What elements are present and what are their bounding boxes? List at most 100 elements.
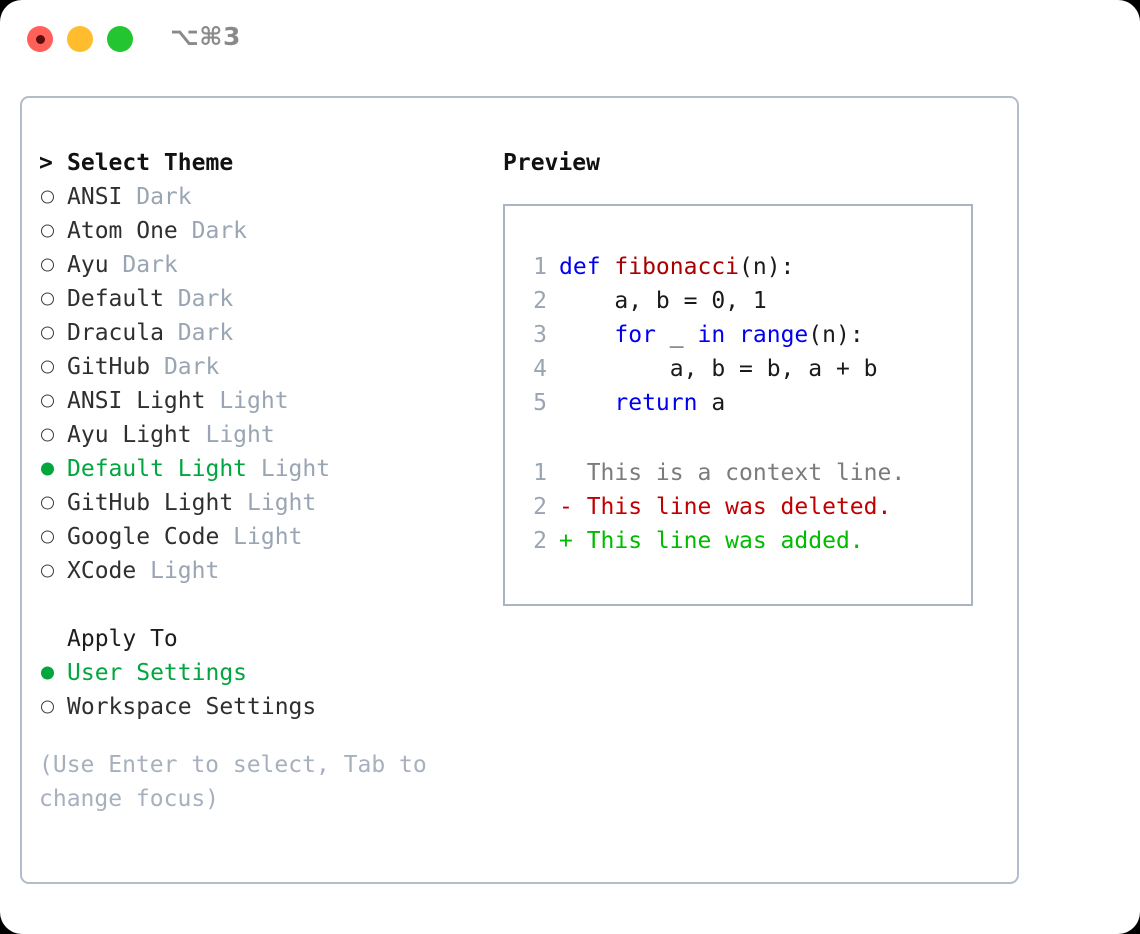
theme-list-item[interactable]: Google Code Light [39, 520, 489, 554]
code-token: return [614, 390, 698, 416]
code-content: a, b = b, a + b [559, 352, 878, 386]
code-token: fibonacci [614, 254, 740, 280]
apply-to-label: User Settings [67, 660, 248, 686]
code-token: range [739, 322, 809, 348]
theme-name: GitHub [67, 354, 151, 380]
title-bar: ⌥⌘3 [0, 0, 1140, 78]
theme-name: Ayu Light [67, 422, 192, 448]
apply-to-title: Apply To [67, 626, 178, 652]
line-number: 2 [533, 528, 547, 554]
theme-list-item[interactable]: XCode Light [39, 554, 489, 588]
code-line: 5 return a [505, 386, 971, 420]
diff-line: 2 + This line was added. [505, 524, 971, 558]
code-token: (n): [739, 254, 795, 280]
keyboard-hint-text: (Use Enter to select, Tab to change focu… [39, 752, 441, 812]
theme-list-item[interactable]: Atom One Dark [39, 214, 489, 248]
line-number: 2 [533, 494, 547, 520]
apply-to-header: Apply To [39, 622, 489, 656]
code-token: in [697, 322, 726, 348]
code-content: a, b = 0, 1 [559, 284, 767, 318]
theme-list-item[interactable]: Dracula Dark [39, 316, 489, 350]
window-controls [27, 26, 133, 52]
theme-variant-badge: Light [233, 490, 317, 516]
diff-line: 1 This is a context line. [505, 456, 971, 490]
code-diff-separator [505, 420, 971, 456]
theme-list-item[interactable]: ANSI Dark [39, 180, 489, 214]
code-token: a, b = b, a + b [559, 356, 878, 382]
minimize-button-icon[interactable] [67, 26, 93, 52]
apply-to-indent [39, 626, 67, 652]
theme-variant-badge: Light [219, 524, 303, 550]
theme-name: Ayu [67, 252, 109, 278]
line-number: 1 [533, 254, 547, 280]
code-line: 4 a, b = b, a + b [505, 352, 971, 386]
code-line: 2 a, b = 0, 1 [505, 284, 971, 318]
code-line: 1 def fibonacci(n): [505, 250, 971, 284]
theme-list-item[interactable]: Default Dark [39, 282, 489, 316]
diff-sample: 1 This is a context line. 2 - This line wa… [505, 456, 971, 558]
code-content: for _ in range(n): [559, 318, 863, 352]
code-token: for [614, 322, 656, 348]
theme-name: XCode [67, 558, 137, 584]
theme-variant-badge: Dark [150, 354, 220, 380]
close-button-icon[interactable] [27, 26, 53, 52]
theme-variant-badge: Dark [177, 218, 248, 244]
diff-content: This is a context line. [559, 460, 906, 486]
code-token [559, 322, 614, 348]
zoom-button-icon[interactable] [107, 26, 133, 52]
select-theme-title: Select Theme [67, 150, 234, 176]
line-number: 3 [533, 322, 547, 348]
theme-list-item[interactable]: ANSI Light Light [39, 384, 489, 418]
section-spacer [39, 588, 489, 622]
diff-line: 2 - This line was deleted. [505, 490, 971, 524]
code-token: a [697, 390, 726, 416]
line-number: 1 [533, 460, 547, 486]
theme-variant-badge: Light [136, 558, 220, 584]
diff-content: + This line was added. [559, 528, 864, 554]
theme-list-item[interactable]: GitHub Light Light [39, 486, 489, 520]
theme-name: Default Light [67, 456, 248, 482]
apply-to-item[interactable]: User Settings [39, 656, 489, 690]
caret-icon: > [39, 150, 53, 176]
theme-variant-badge: Light [247, 456, 331, 482]
theme-variant-badge: Dark [163, 320, 234, 346]
code-token: _ [655, 322, 698, 348]
code-content: return a [559, 386, 725, 420]
code-token [559, 390, 614, 416]
theme-name: Atom One [67, 218, 178, 244]
theme-variant-badge: Light [205, 388, 289, 414]
select-theme-header: > Select Theme [39, 146, 489, 180]
code-token [725, 322, 739, 348]
line-number: 2 [533, 288, 547, 314]
theme-list-item[interactable]: Ayu Light Light [39, 418, 489, 452]
theme-name: ANSI [67, 184, 123, 210]
apply-to-label: Workspace Settings [67, 694, 317, 720]
diff-content: - This line was deleted. [559, 494, 892, 520]
preview-title: Preview [503, 150, 600, 176]
theme-name: Dracula [67, 320, 164, 346]
code-token: def [559, 254, 615, 280]
theme-name: Google Code [67, 524, 220, 550]
keyboard-shortcut-label: ⌥⌘3 [170, 22, 241, 51]
theme-variant-badge: Dark [122, 184, 192, 210]
line-number: 4 [533, 356, 547, 382]
theme-name: GitHub Light [67, 490, 234, 516]
theme-list-item[interactable]: Ayu Dark [39, 248, 489, 282]
theme-list-item[interactable]: GitHub Dark [39, 350, 489, 384]
theme-list-item[interactable]: Default Light Light [39, 452, 489, 486]
theme-variant-badge: Dark [108, 252, 178, 278]
apply-to-item[interactable]: Workspace Settings [39, 690, 489, 724]
code-content: def fibonacci(n): [559, 250, 794, 284]
code-token: a, b = 0, 1 [559, 288, 767, 314]
code-line: 3 for _ in range(n): [505, 318, 971, 352]
theme-variant-badge: Light [191, 422, 275, 448]
theme-name: ANSI Light [67, 388, 206, 414]
theme-name: Default [67, 286, 164, 312]
